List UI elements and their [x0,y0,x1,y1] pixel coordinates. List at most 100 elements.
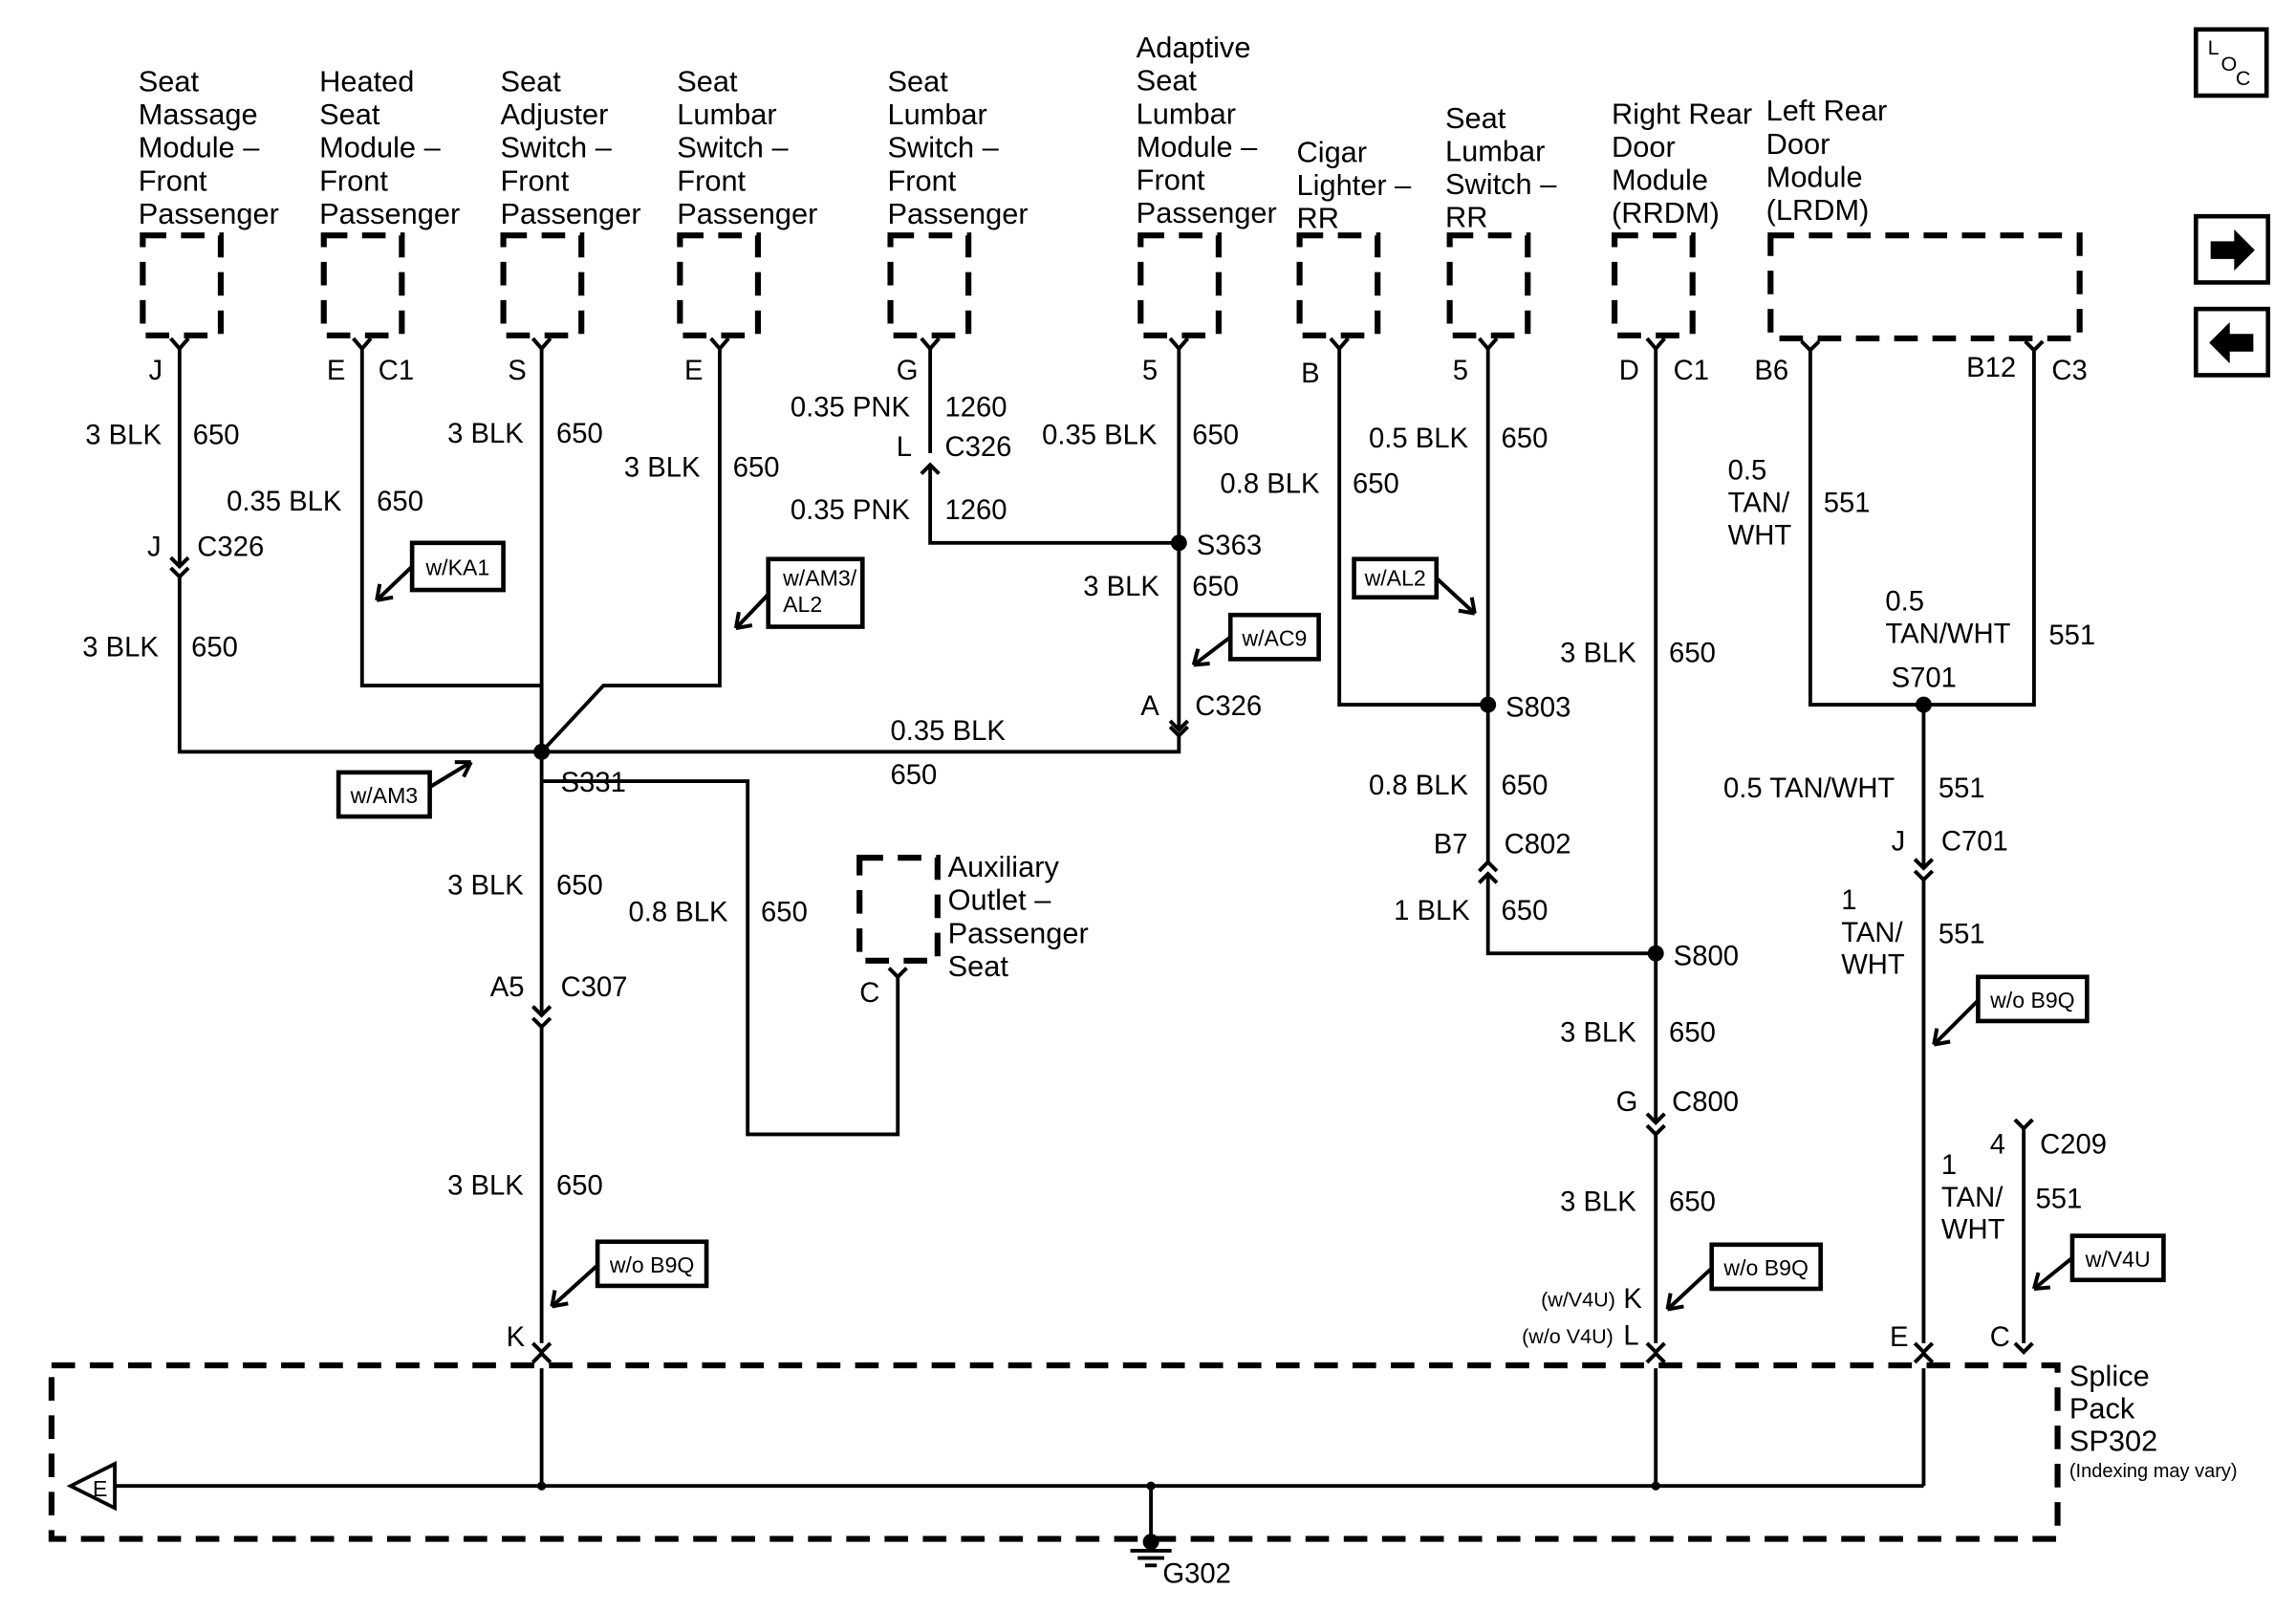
lrdm-box [1767,232,2083,342]
wire-circuit: 650 [556,1171,603,1202]
splice-dots [533,534,1932,1551]
connector-label: C209 [2040,1129,2107,1160]
wire-gauge-color: 0.35 PNK [791,495,911,526]
tag-w-o-b9q-mid [1709,1242,1823,1292]
wire-circuit: 650 [891,760,938,791]
ground-icon [1130,1548,1172,1568]
connector-label: C800 [1672,1087,1739,1118]
wire-gauge-color: 0.8 BLK [1369,771,1469,801]
pin-label: 5 [1142,356,1158,386]
aux-outlet-box [856,855,941,964]
arrow-right-icon [2210,229,2255,272]
wire-circuit: 650 [556,871,603,902]
tag-w-o-b9q-mid-text: w/o B9Q [1722,1255,1809,1280]
tag-w-am3-al2-text: w/AM3/AL2 [782,565,857,617]
option-tags: w/KA1 w/AM3/AL2 w/AC9 w/AL2 w/AM3 w/o B9… [336,540,2166,1312]
seat-lumbar-switch-box-b [887,232,972,338]
wire-gauge-color: 3 BLK [1560,1017,1636,1048]
ground-label: G302 [1162,1559,1231,1590]
wire-circuit: 650 [1502,771,1549,801]
splice-label: S363 [1197,531,1262,561]
tag-w-ka1-text: w/KA1 [424,555,489,580]
pin-label: E [684,356,704,386]
loc-button[interactable]: L O C [2193,27,2269,98]
pin-label: K [507,1322,526,1353]
pin-label: G [1616,1087,1638,1118]
wire-gauge-color: 0.35 BLK [1042,421,1158,451]
heated-seat-module-box [320,232,405,338]
wire-circuit: 1260 [945,392,1007,423]
wire-circuit: 1260 [945,495,1007,526]
wire-circuit: 650 [761,897,808,927]
wire-circuit: 650 [1192,572,1239,602]
splice-pack-node [1146,1481,1156,1491]
pin-label: B12 [1966,353,2016,383]
wire-circuit: 650 [1192,421,1239,451]
wire-circuit: 650 [193,421,240,451]
wire-circuit: 650 [556,419,603,449]
connector-label: C326 [197,533,264,563]
wire-circuit: 650 [191,632,238,663]
splice-pack-e-triangle-icon: E [66,1461,118,1512]
wire-gauge-color: 3 BLK [447,419,524,449]
pin-label: 4 [1990,1129,2005,1160]
wire-gauge-color: 3 BLK [1560,638,1636,668]
splice-label: S701 [1892,664,1957,694]
connector-label: C3 [2051,356,2087,386]
wire-circuit: 650 [1502,424,1549,454]
pin-label: A5 [490,972,525,1003]
wire-gauge-color: 0.35 BLK [891,716,1007,747]
tag-w-o-b9q-right-text: w/o B9Q [1989,988,2075,1012]
seat-adjuster-switch-box [500,232,585,338]
loc-button-c: C [2236,67,2251,90]
tag-w-ka1 [409,540,506,593]
pin-label: E [1890,1322,1909,1353]
tag-w-o-b9q-left [595,1239,709,1289]
splice-s800 [1647,945,1664,962]
splice-pack-node [1651,1481,1660,1491]
seat-massage-module-box [140,232,225,338]
next-page-button[interactable] [2193,213,2271,285]
wire-circuit: 650 [1669,1017,1716,1048]
splice-s331 [533,743,551,760]
wire-labels: J E C1 S E G 5 B 5 D C1 B6 B12 C3 3 BLK … [82,353,2107,1590]
tag-w-am3-al2 [766,556,865,629]
option-note: (w/V4U) [1541,1288,1615,1311]
loc-button-o: O [2220,53,2237,76]
pin-label: J [1892,826,1906,857]
splice-label: S803 [1505,692,1570,723]
connector-symbols [169,337,2045,1364]
pin-label: B6 [1754,356,1788,386]
tag-w-v4u-text: w/V4U [2085,1247,2151,1272]
pin-label: A [1140,691,1159,722]
pin-label: G [897,356,919,386]
wire-circuit: 650 [1353,469,1399,500]
pin-label: S [508,356,527,386]
cigar-lighter-box [1296,232,1381,338]
tag-w-al2 [1352,556,1440,600]
tag-w-am3 [336,770,432,819]
arrow-left-icon [2209,322,2254,364]
splice-s363 [1170,534,1187,552]
tag-w-al2-text: w/AL2 [1364,565,1426,590]
option-note: (w/o V4U) [1522,1325,1614,1348]
wire-gauge-color: 3 BLK [624,453,701,484]
pin-label: B [1301,359,1320,389]
prev-page-button[interactable] [2193,306,2271,378]
wire-circuit: 551 [2048,620,2095,651]
tag-w-ac9-text: w/AC9 [1241,626,1307,651]
splice-s701 [1915,696,1932,713]
pin-label: C [859,978,879,1009]
seat-lumbar-switch-box-a [677,232,762,338]
wire-gauge-color: 3 BLK [85,421,162,451]
adaptive-seat-lumbar-box [1137,232,1222,338]
